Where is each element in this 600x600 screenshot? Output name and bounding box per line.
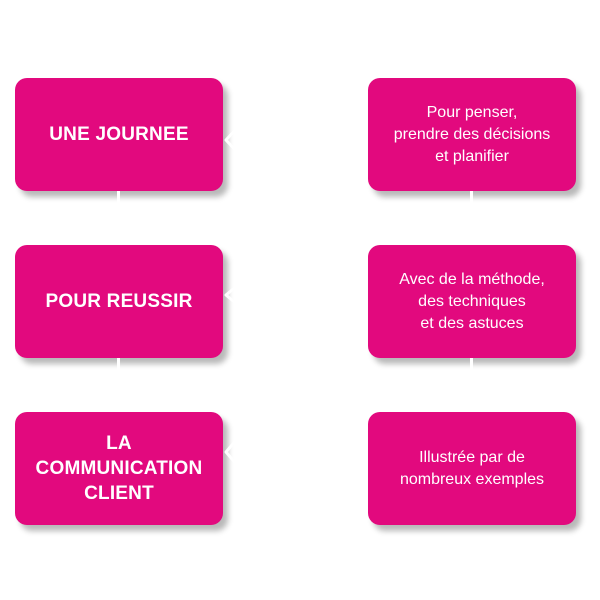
arrow-left-icon <box>224 283 240 307</box>
title-text-3: LA COMMUNICATION CLIENT <box>35 433 203 504</box>
title-box-1: UNE JOURNEE <box>15 78 223 191</box>
title-box-2: POUR REUSSIR <box>15 245 223 358</box>
description-text-3: Illustrée par de nombreux exemples <box>399 448 545 488</box>
description-text-2: Avec de la méthode, des techniques et de… <box>399 270 545 332</box>
description-text-1: Pour penser, prendre des décisions et pl… <box>393 103 551 165</box>
title-box-3: LA COMMUNICATION CLIENT <box>15 412 223 525</box>
description-box-1: Pour penser, prendre des décisions et pl… <box>368 78 576 191</box>
arrow-left-icon <box>224 436 240 468</box>
title-text-2: POUR REUSSIR <box>45 291 193 312</box>
connector-left-2 <box>117 358 120 371</box>
connector-right-1 <box>470 191 473 204</box>
connector-right-2 <box>470 358 473 371</box>
title-text-1: UNE JOURNEE <box>49 124 189 145</box>
connector-left-1 <box>117 191 120 204</box>
description-box-2: Avec de la méthode, des techniques et de… <box>368 245 576 358</box>
description-box-3: Illustrée par de nombreux exemples <box>368 412 576 525</box>
arrow-left-icon <box>224 125 240 155</box>
